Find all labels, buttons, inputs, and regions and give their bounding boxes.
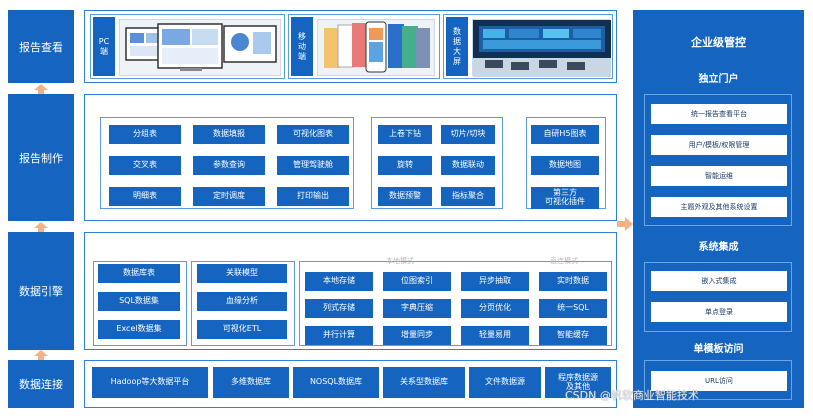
visual-feature-button: 自研H5图表 [531, 125, 599, 144]
access-item: URL访问 [651, 371, 787, 391]
portal-box: 统一报告查看平台 用户/模板/权限管理 智能运维 主题外观及其他系统设置 [644, 94, 792, 226]
portal-item: 智能运维 [651, 166, 787, 186]
storage-feature-button: 增量同步 [383, 326, 451, 345]
storage-feature-button: 位图索引 [383, 272, 451, 291]
olap-feature-button: 数据预警 [378, 187, 432, 206]
dashboard-preview-icon [125, 23, 277, 71]
enterprise-control-title: 企业级管控 [691, 36, 746, 49]
design-feature-button: 参数查询 [193, 156, 265, 175]
model-button: 可视化ETL [197, 320, 287, 339]
local-mode-tag: 本地模式 [386, 257, 414, 265]
mobile-label: 移 动 端 [291, 17, 313, 76]
storage-feature-button: 分页优化 [461, 299, 529, 318]
layer-label-view: 报告查看 [8, 10, 74, 83]
access-head: 单模板访问 [693, 344, 744, 355]
layer-label-engine: 数据引擎 [8, 232, 74, 350]
data-source-button: 文件数据源 [469, 367, 541, 398]
data-source-button: Hadoop等大数据平台 [92, 367, 208, 398]
integration-box: 嵌入式集成 单点登录 [644, 262, 792, 332]
storage-feature-button: 智能缓存 [539, 326, 607, 345]
visual-feature-button: 第三方 可视化插件 [531, 187, 599, 209]
visual-feature-button: 数据地图 [531, 156, 599, 175]
data-source-button: 多维数据库 [213, 367, 289, 398]
mobile-group: 移 动 端 [288, 14, 440, 79]
layer-label-connect: 数据连接 [8, 360, 74, 408]
olap-feature-button: 数据联动 [441, 156, 495, 175]
report-view-panel: PC 端 移 动 端 [84, 10, 617, 83]
pc-screenshot-image [119, 19, 281, 76]
integration-item: 嵌入式集成 [651, 271, 787, 291]
storage-feature-button: 本地存储 [305, 272, 373, 291]
phone-preview-icon [324, 21, 430, 73]
enterprise-control-column: 企业级管控 独立门户 统一报告查看平台 用户/模板/权限管理 智能运维 主题外观… [633, 10, 804, 408]
portal-head: 独立门户 [698, 74, 739, 85]
portal-item: 主题外观及其他系统设置 [651, 197, 787, 217]
dataset-button: SQL数据集 [98, 292, 180, 311]
design-feature-button: 管理驾驶舱 [277, 156, 349, 175]
storage-feature-button: 实时数据 [539, 272, 607, 291]
control-room-icon [473, 20, 611, 77]
big-screen-group: 数 据 大 屏 [443, 14, 613, 79]
up-arrow-icon [34, 84, 48, 94]
control-room-image [472, 19, 611, 77]
right-arrow-icon [617, 217, 633, 231]
portal-item: 用户/模板/权限管理 [651, 135, 787, 155]
design-feature-button: 定时调度 [193, 187, 265, 206]
storage-feature-button: 异步抽取 [461, 272, 529, 291]
design-feature-button: 可视化图表 [277, 125, 349, 144]
olap-feature-button: 切片/切块 [441, 125, 495, 144]
model-button: 关联模型 [197, 264, 287, 283]
storage-feature-button: 统一SQL [539, 299, 607, 318]
access-box: URL访问 [644, 360, 792, 400]
storage-feature-button: 列式存储 [305, 299, 373, 318]
olap-feature-button: 上卷下钻 [378, 125, 432, 144]
data-source-button: 程序数据源 及其他 [545, 367, 611, 398]
big-screen-label: 数 据 大 屏 [446, 17, 468, 76]
design-feature-button: 打印输出 [277, 187, 349, 206]
layer-label-design: 报告制作 [8, 94, 74, 221]
storage-feature-button: 并行计算 [305, 326, 373, 345]
up-arrow-icon [34, 222, 48, 232]
design-feature-button: 明细表 [109, 187, 181, 206]
design-feature-button: 交叉表 [109, 156, 181, 175]
data-source-button: NOSQL数据库 [293, 367, 379, 398]
up-arrow-icon [34, 350, 48, 360]
watermark: CSDN @帆软商业智能技术 [565, 389, 699, 402]
mobile-screenshot-image [317, 19, 435, 76]
integration-head: 系统集成 [698, 242, 739, 253]
pc-group: PC 端 [90, 14, 285, 79]
dataset-button: 数据库表 [98, 264, 180, 283]
design-feature-button: 数据填报 [193, 125, 265, 144]
data-source-button: 关系型数据库 [383, 367, 465, 398]
direct-mode-tag: 直连模式 [550, 257, 578, 265]
dataset-button: Excel数据集 [98, 320, 180, 339]
design-feature-button: 分组表 [109, 125, 181, 144]
storage-feature-button: 轻量易用 [461, 326, 529, 345]
model-button: 血缘分析 [197, 292, 287, 311]
olap-feature-button: 旋转 [378, 156, 432, 175]
storage-feature-button: 字典压缩 [383, 299, 451, 318]
integration-item: 单点登录 [651, 302, 787, 322]
pc-label: PC 端 [93, 17, 115, 76]
portal-item: 统一报告查看平台 [651, 104, 787, 124]
olap-feature-button: 指标聚合 [441, 187, 495, 206]
